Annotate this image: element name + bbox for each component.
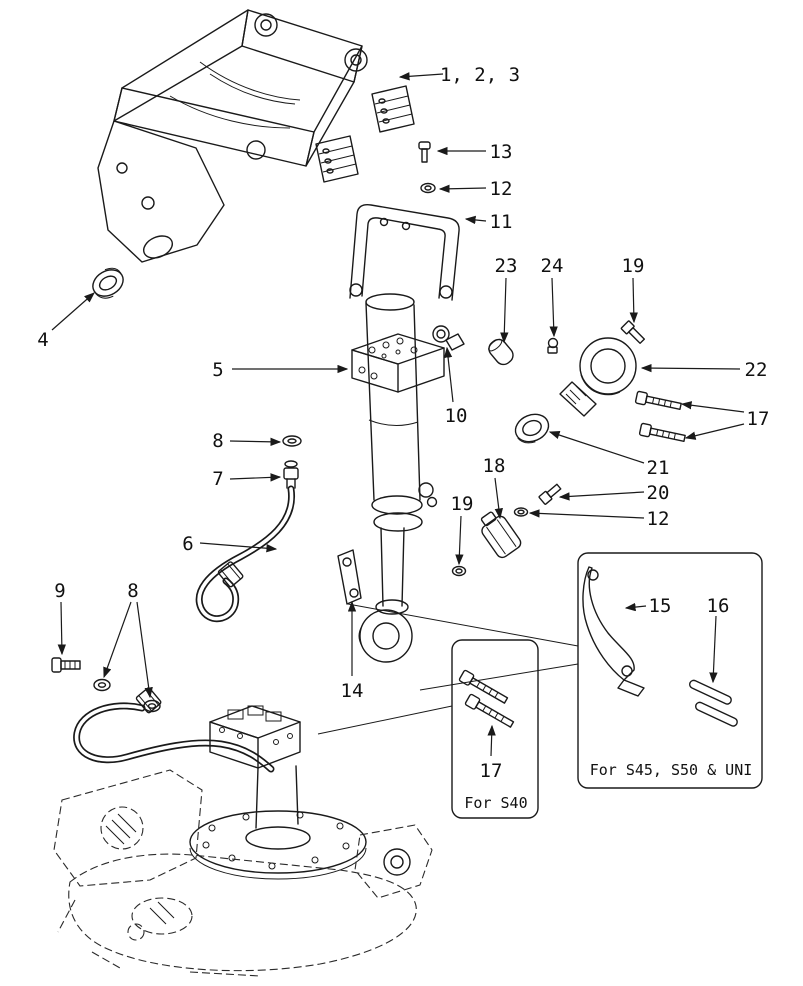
construction-lines (317, 603, 579, 735)
swivel-flange (189, 765, 367, 880)
fitting-part10 (432, 325, 465, 351)
callout-11: 11 (490, 211, 513, 233)
bushing-part4 (92, 267, 124, 299)
rotator-manifold (209, 705, 301, 769)
callout-7: 7 (212, 468, 223, 490)
base-machine (53, 705, 433, 977)
leader-lines (51, 72, 745, 757)
pins-part16 (688, 679, 738, 727)
clamp-part18 (480, 511, 522, 559)
lever-part15 (582, 566, 645, 697)
callout-9: 9 (54, 580, 65, 602)
callout-19-top: 19 (622, 255, 645, 277)
callout-13: 13 (490, 141, 513, 163)
note-for-s45-s50-uni: For S45, S50 & UNI (590, 761, 753, 779)
callout-16: 16 (707, 595, 730, 617)
note-for-s40: For S40 (464, 794, 527, 812)
callout-18: 18 (483, 455, 506, 477)
nut-part12-top (420, 182, 436, 194)
callout-20: 20 (647, 482, 670, 504)
bolt-part9 (51, 657, 81, 673)
hydraulic-cylinder (358, 293, 438, 663)
callout-21: 21 (647, 457, 670, 479)
fitting-part7 (283, 460, 299, 489)
bolt-part13 (418, 141, 431, 163)
fitting-part8-left (282, 435, 302, 447)
callout-24: 24 (541, 255, 564, 277)
callout-8-left: 8 (212, 430, 223, 452)
callout-14: 14 (341, 680, 364, 702)
valve-block-part5 (351, 333, 445, 393)
callout-labels: 1, 2, 3 13 12 11 23 24 19 22 17 4 5 10 8… (37, 64, 769, 812)
callout-1-2-3: 1, 2, 3 (440, 64, 520, 86)
callout-8-bottom: 8 (127, 580, 138, 602)
callout-22: 22 (745, 359, 768, 381)
bolts-part17-s40 (458, 669, 515, 728)
callout-17-right: 17 (747, 408, 770, 430)
boss-part22 (559, 337, 637, 417)
bracket-part14 (337, 549, 362, 605)
callout-17-s40: 17 (480, 760, 503, 782)
quick-coupler-frame (97, 9, 415, 263)
for-s40-box (451, 639, 539, 819)
bolts-part17-right (634, 390, 686, 443)
washer-part12-right (513, 507, 529, 517)
callout-10: 10 (445, 405, 468, 427)
callout-6: 6 (182, 533, 193, 555)
callout-23: 23 (495, 255, 518, 277)
nut-part19-mid (451, 565, 467, 577)
bolt-part20 (538, 483, 562, 505)
top-bracket-part11 (349, 204, 460, 301)
plug-part24 (547, 337, 559, 354)
callout-12-right: 12 (647, 508, 670, 530)
callout-15: 15 (649, 595, 672, 617)
washers-part8 (93, 678, 161, 713)
callout-19-mid: 19 (451, 493, 474, 515)
callout-5: 5 (212, 359, 223, 381)
bushing-part21 (514, 413, 550, 444)
pin-part23 (488, 338, 514, 366)
callout-12-top: 12 (490, 178, 513, 200)
bolt-part19-top (620, 320, 646, 345)
callout-4: 4 (37, 329, 48, 351)
for-s45-box (577, 552, 763, 789)
hoses-part6 (73, 485, 295, 773)
